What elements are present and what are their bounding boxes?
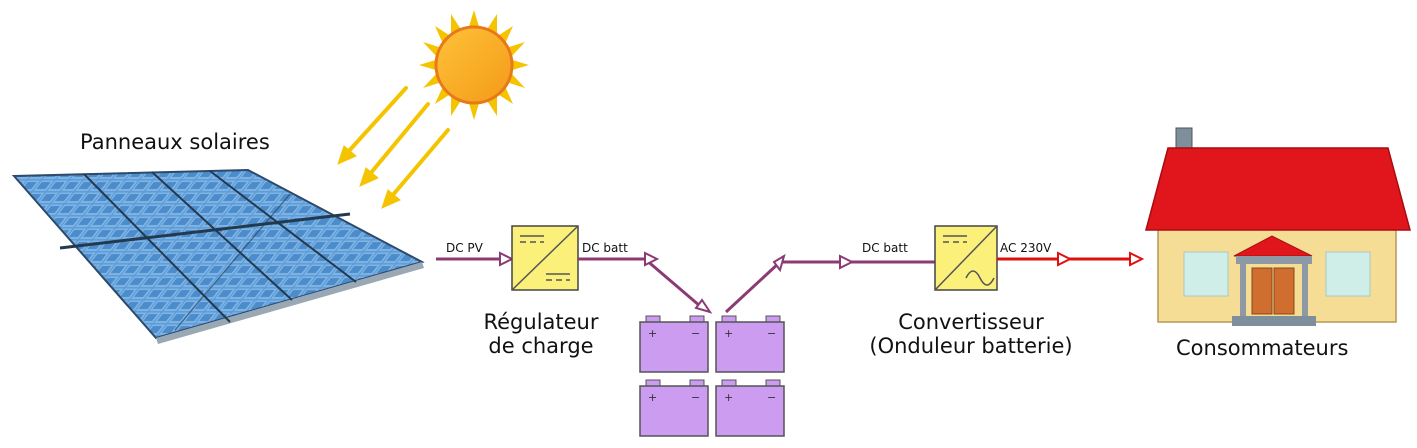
battery-icon [639, 315, 709, 373]
battery-minus: − [691, 391, 700, 404]
battery-plus: + [648, 327, 657, 340]
converter-label-line1: Convertisseur [898, 310, 1044, 334]
dc-batt-in-label: DC batt [862, 241, 908, 255]
solar-panels [11, 168, 425, 344]
solar-panels-label: Panneaux solaires [80, 130, 270, 154]
battery-icon [715, 379, 785, 437]
battery-bank: + − + − + − + − [639, 315, 785, 437]
regulator-label-line1: Régulateur [483, 310, 599, 334]
consumers-label: Consommateurs [1176, 336, 1349, 360]
battery-minus: − [767, 327, 776, 340]
battery-icon [639, 379, 709, 437]
converter-box [934, 225, 998, 291]
sun-icon [419, 10, 529, 120]
battery-plus: + [648, 391, 657, 404]
dc-batt-out-label: DC batt [582, 241, 628, 255]
dc-pv-link [436, 251, 515, 267]
battery-minus: − [691, 327, 700, 340]
battery-icon [715, 315, 785, 373]
ac-label: AC 230V [1000, 241, 1052, 255]
battery-minus: − [767, 391, 776, 404]
battery-plus: + [724, 391, 733, 404]
sun-rays [337, 86, 450, 209]
dc-batt-in-link [724, 253, 935, 314]
dc-batt-out-link [578, 251, 713, 314]
regulator-label-line2: de charge [488, 334, 594, 359]
charge-regulator-box [511, 225, 579, 291]
regulator-label: Régulateur de charge [466, 310, 616, 358]
converter-label-line2: (Onduleur batterie) [869, 334, 1073, 359]
house-icon [1145, 127, 1411, 326]
converter-label: Convertisseur (Onduleur batterie) [866, 310, 1076, 358]
battery-plus: + [724, 327, 733, 340]
ac-link [997, 251, 1145, 267]
dc-pv-label: DC PV [446, 241, 483, 255]
